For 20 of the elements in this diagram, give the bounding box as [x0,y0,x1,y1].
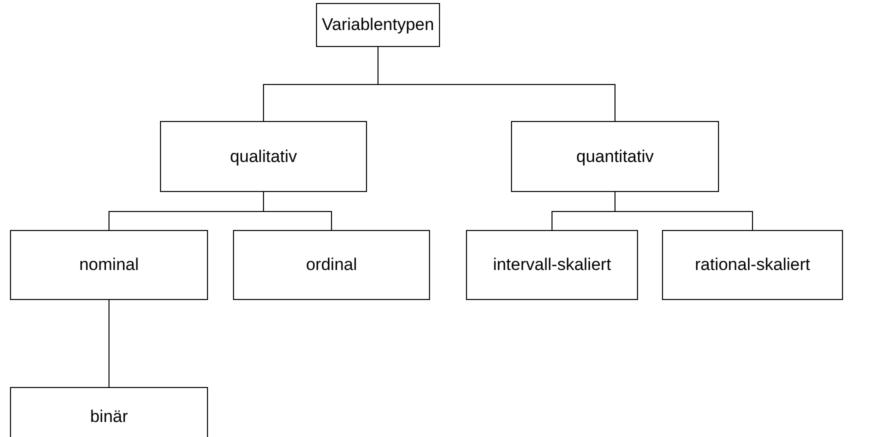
category-box [466,230,638,300]
category-box [233,230,430,300]
connector-line [614,192,753,230]
category-label: Variablentypen [322,15,434,35]
category-label: qualitativ [230,146,298,166]
category-box [662,230,843,300]
category-label: quantitativ [576,146,654,166]
connector-line [263,192,332,230]
category-label: rational-skaliert [694,255,810,275]
connector-line [378,46,616,122]
category-label: binär [90,407,128,427]
category-box [511,121,719,192]
category-label: nominal [79,255,139,275]
category-box [316,3,440,47]
category-box [10,230,208,300]
category-label: intervall-skaliert [492,255,612,275]
category-box [160,121,367,192]
connector-line [108,300,110,388]
category-box [10,387,208,437]
category-label: ordinal [306,255,358,275]
